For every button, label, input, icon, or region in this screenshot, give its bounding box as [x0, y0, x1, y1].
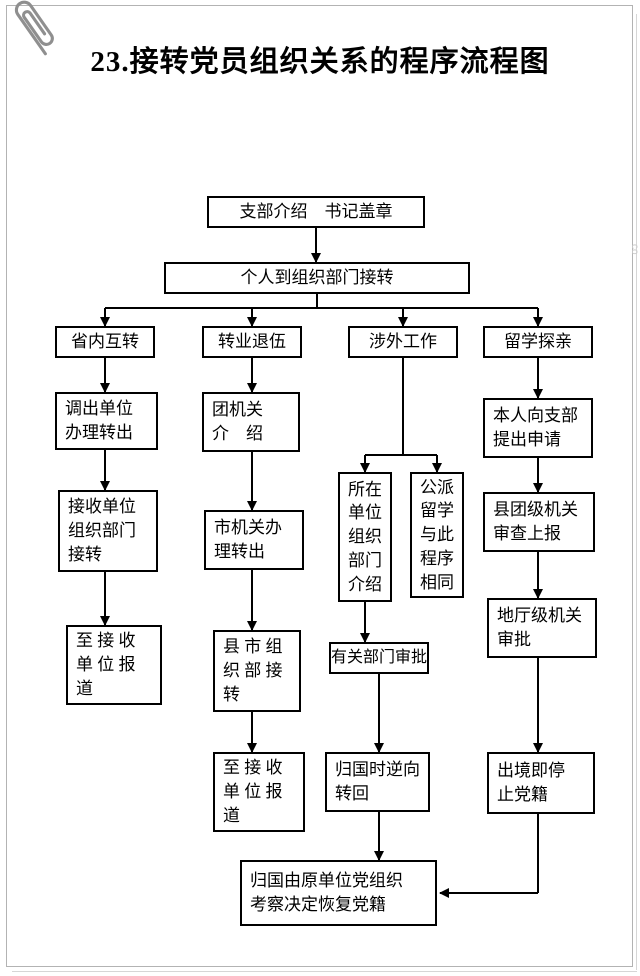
node-col3-sponsored-note: 公派 留学 与此 程序 相同 — [410, 472, 464, 598]
paper-edge-right — [636, 14, 637, 970]
node-col1-report: 至 接 收 单 位 报 道 — [66, 625, 162, 705]
node-col2-county-dept: 县 市 组 织 部 接 转 — [213, 630, 301, 712]
node-col2-header: 转业退伍 — [202, 326, 302, 358]
node-col4-header: 留学探亲 — [483, 326, 593, 358]
paper-border — [6, 5, 633, 967]
node-start: 支部介绍 书记盖章 — [207, 196, 425, 228]
watermark: co — [629, 244, 640, 255]
node-col3-unit-intro: 所在 单位 组织 部门 介绍 — [338, 472, 392, 602]
connector-group — [100, 228, 543, 898]
node-col4-suspend: 出境即停 止党籍 — [487, 752, 595, 814]
node-col1-transfer-out: 调出单位 办理转出 — [55, 392, 158, 450]
node-entry: 个人到组织部门接转 — [164, 262, 470, 294]
node-col4-county-review: 县团级机关 审查上报 — [483, 492, 595, 552]
node-col3-header: 涉外工作 — [348, 326, 458, 358]
page-title: 23.接转党员组织关系的程序流程图 — [90, 46, 550, 78]
node-final-restore: 归国由原单位党组织 考察决定恢复党籍 — [240, 860, 437, 926]
node-col4-apply: 本人向支部 提出申请 — [483, 398, 593, 458]
node-col3-return-reverse: 归国时逆向 转回 — [325, 752, 430, 812]
node-col2-regiment-intro: 团机关 介 绍 — [202, 392, 300, 452]
node-col2-report: 至 接 收 单 位 报 道 — [213, 752, 305, 832]
node-col1-receiving-dept: 接收单位 组织部门 接转 — [58, 490, 158, 572]
node-col3-approval: 有关部门审批 — [329, 642, 429, 674]
node-col2-city-transfer: 市机关办 理转出 — [204, 510, 304, 570]
paper-edge-bottom — [12, 971, 637, 972]
node-col1-header: 省内互转 — [55, 326, 155, 358]
paperclip-icon — [14, 0, 54, 56]
node-col4-prefecture-approval: 地厅级机关 审批 — [487, 598, 597, 658]
